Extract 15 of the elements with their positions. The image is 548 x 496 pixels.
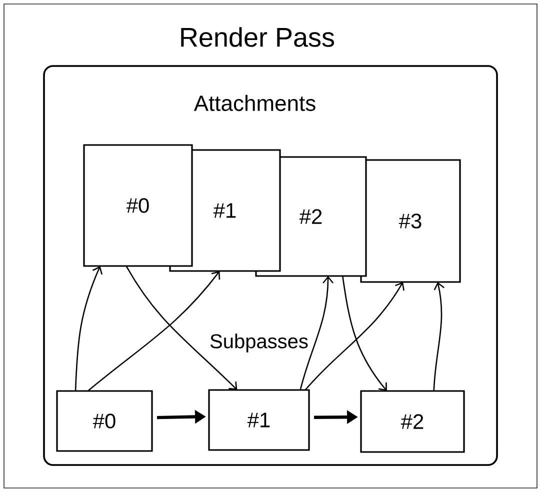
curved-arrow xyxy=(126,266,238,390)
subpass-box: #2 xyxy=(360,390,465,453)
section-heading: Attachments xyxy=(194,94,316,112)
subpass-box: #1 xyxy=(208,389,310,451)
curved-arrow xyxy=(300,276,334,390)
subpass-box: #0 xyxy=(56,390,153,452)
curved-arrow xyxy=(74,266,103,392)
curved-arrow xyxy=(87,271,220,392)
curved-arrow xyxy=(342,276,387,391)
attachment-box: #0 xyxy=(83,144,193,267)
curved-arrow xyxy=(304,282,404,390)
section-heading: Subpasses xyxy=(210,334,308,352)
heading: Render Pass xyxy=(181,27,334,47)
curved-arrow xyxy=(433,282,444,392)
attachment-box: #3 xyxy=(360,159,461,283)
